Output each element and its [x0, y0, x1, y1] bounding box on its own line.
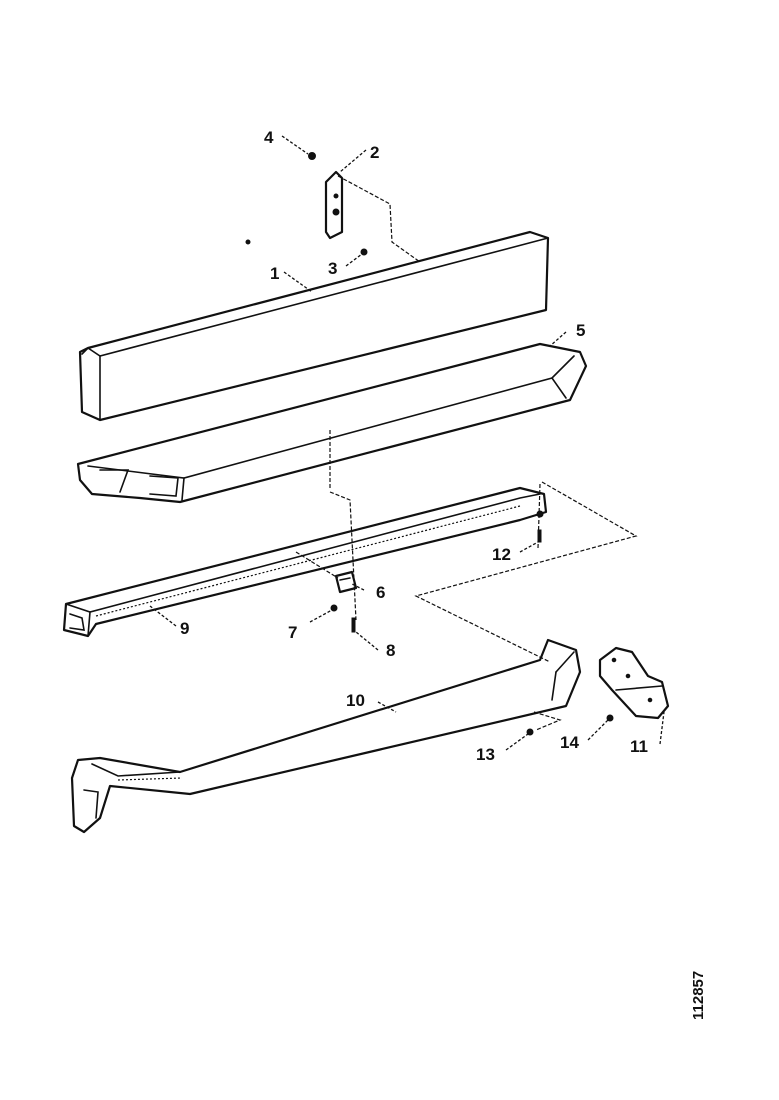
callout-7: 7 — [288, 623, 297, 642]
callout-12: 12 — [492, 545, 511, 564]
callout-8: 8 — [386, 641, 395, 660]
part-6-clip — [334, 570, 358, 594]
callout-14: 14 — [560, 733, 579, 752]
callout-3: 3 — [328, 259, 337, 278]
callout-11: 11 — [630, 737, 648, 756]
assembly-guide-lines — [295, 175, 638, 731]
part-2-plate — [324, 170, 344, 240]
drawing-number: 112857 — [690, 971, 707, 1020]
fasteners — [245, 152, 614, 736]
leader-lines — [149, 135, 665, 751]
callout-9: 9 — [180, 619, 189, 638]
callout-4: 4 — [264, 128, 274, 147]
callout-2: 2 — [370, 143, 379, 162]
callout-labels: 1 2 3 4 5 6 7 8 9 10 11 12 13 14 — [180, 128, 648, 764]
callout-6: 6 — [376, 583, 385, 602]
part-5-channel — [76, 342, 588, 504]
callout-1: 1 — [270, 264, 279, 283]
callout-10: 10 — [346, 691, 365, 710]
callout-13: 13 — [476, 745, 495, 764]
callout-5: 5 — [576, 321, 585, 340]
part-10-bent-rail — [70, 638, 582, 834]
part-11-bracket — [598, 646, 670, 720]
part-1-beam — [78, 230, 550, 422]
part-9-rail — [62, 486, 548, 638]
